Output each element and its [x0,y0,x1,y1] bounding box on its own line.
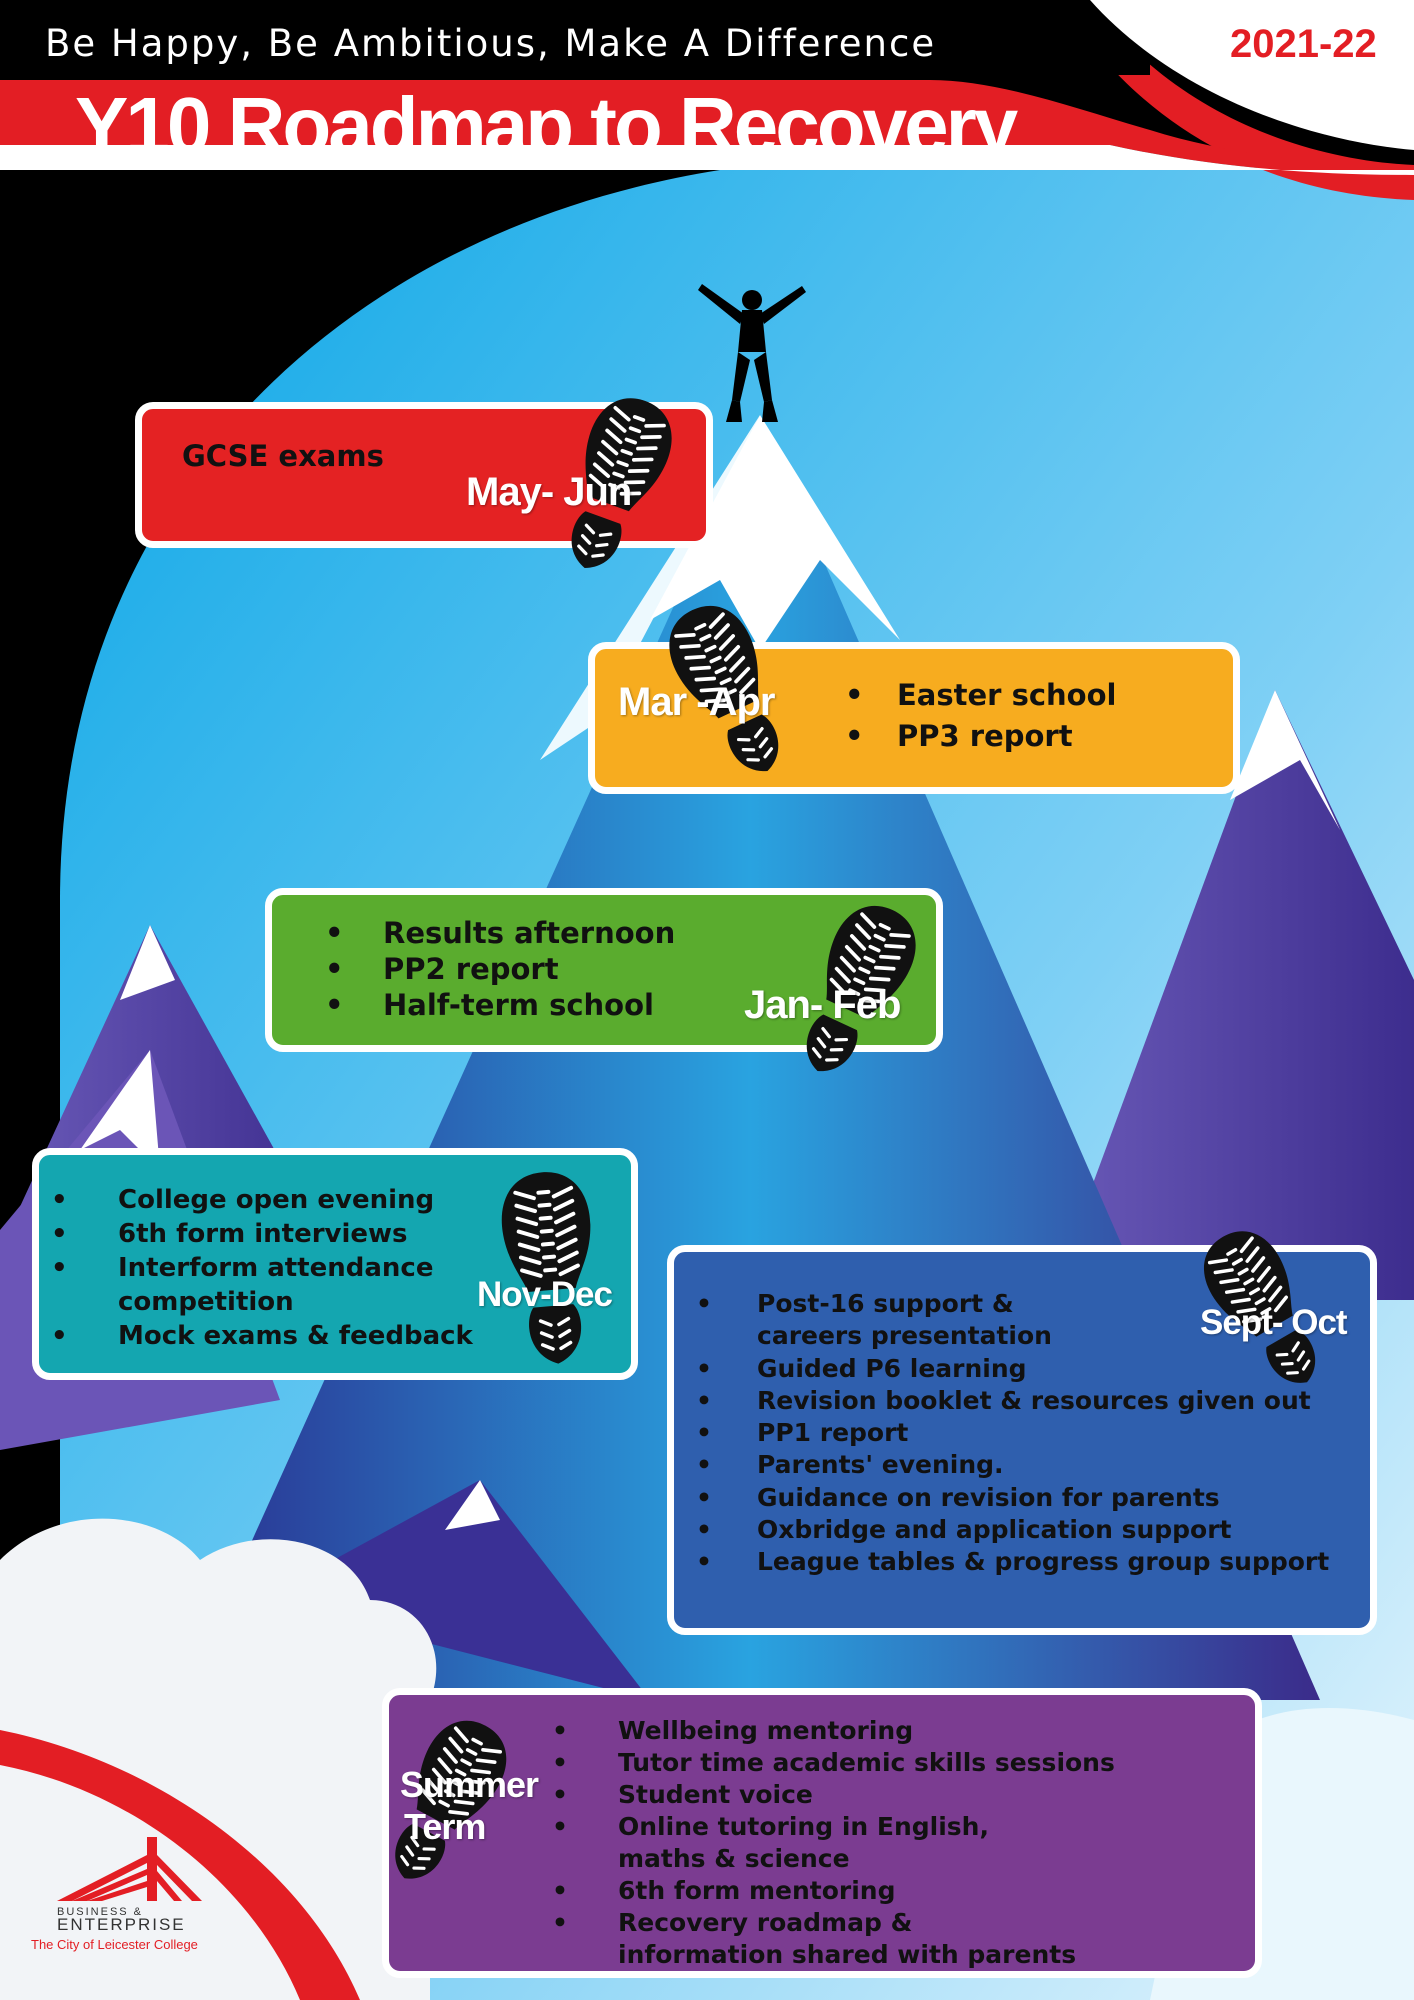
milestone-may-jun-list: GCSE exams [182,439,384,473]
list-item: PP3 report [845,716,1116,757]
boot-print-icon [337,1687,554,1916]
list-item: 6th form mentoring [552,1875,1115,1907]
boot-print-icon [486,1164,613,1373]
boot-print-icon [513,372,717,597]
boot-print-shape [571,398,672,568]
tagline: Be Happy, Be Ambitious, Make A Differenc… [45,22,937,65]
list-item: Wellbeing mentoring [552,1715,1115,1747]
term-label-may-jun: May- Jun [466,470,632,514]
boot-print-icon [623,575,837,806]
boot-print-shape [669,605,779,771]
list-item: Half-term school [325,987,675,1023]
list-item-continued: information shared with parents [618,1940,1077,1969]
list-item: Parents' evening. [696,1449,1329,1482]
milestone-mar-apr-list: Easter school PP3 report [845,675,1116,757]
list-item: Student voice [552,1779,1115,1811]
milestone-summer-term: Wellbeing mentoring Tutor time academic … [382,1688,1262,1978]
list-item: Interform attendance [51,1251,473,1285]
boot-print-shape [806,905,916,1071]
list-item: League tables & progress group support [696,1546,1329,1579]
list-item: College open evening [51,1183,473,1217]
list-item: Oxbridge and application support [696,1514,1329,1547]
list-item: Revision booklet & resources given out [696,1385,1329,1418]
list-item: Recovery roadmap & [552,1907,1115,1939]
page-title: Y10 Roadmap to Recovery [75,81,1018,170]
list-item: Tutor time academic skills sessions [552,1747,1115,1779]
term-label-mar-apr: Mar -Apr [618,680,775,724]
list-item: PP1 report [696,1417,1329,1450]
boot-print-shape [395,1720,507,1879]
list-item-continued: careers presentation [757,1321,1052,1351]
logo-text-line1: BUSINESS & [57,1906,144,1918]
list-item: PP2 report [325,951,675,987]
logo-text-line2: ENTERPRISE [57,1915,186,1934]
term-label-jan-feb: Jan- Feb [744,983,901,1027]
boot-print-shape [501,1172,591,1364]
milestone-summer-list: Wellbeing mentoring Tutor time academic … [552,1715,1115,1971]
list-item: Easter school [845,675,1116,716]
logo-text-line3: The City of Leicester College [31,1937,198,1952]
milestone-sept-oct-list: Post-16 support & careers presentation G… [696,1288,1329,1579]
school-year: 2021-22 [1230,22,1377,66]
boot-print-icon [1156,1196,1373,1423]
milestone-sept-oct: Post-16 support & careers presentation G… [667,1245,1377,1635]
list-item-continued: competition [118,1287,294,1317]
milestone-jan-feb-list: Results afternoon PP2 report Half-term s… [325,915,675,1023]
milestone-nov-dec-list: College open evening 6th form interviews… [51,1183,473,1353]
term-label-summer-line2: Term [404,1806,486,1847]
term-label-nov-dec: Nov-Dec [477,1275,613,1314]
list-item: Post-16 support & [696,1288,1329,1321]
list-item: Guided P6 learning [696,1353,1329,1386]
boot-print-shape [1203,1231,1316,1383]
list-item: 6th form interviews [51,1217,473,1251]
list-item-continued: maths & science [618,1844,850,1873]
list-item: Mock exams & feedback [51,1319,473,1353]
term-label-summer-line1: Summer [400,1764,539,1805]
boot-print-icon [748,875,962,1106]
list-item: Guidance on revision for parents [696,1482,1329,1515]
climber-silhouette [698,284,806,422]
list-item: Online tutoring in English, [552,1811,1115,1843]
term-label-sept-oct: Sept- Oct [1200,1303,1348,1342]
college-logo [57,1837,202,1901]
list-item: GCSE exams [182,439,384,473]
list-item: Results afternoon [325,915,675,951]
